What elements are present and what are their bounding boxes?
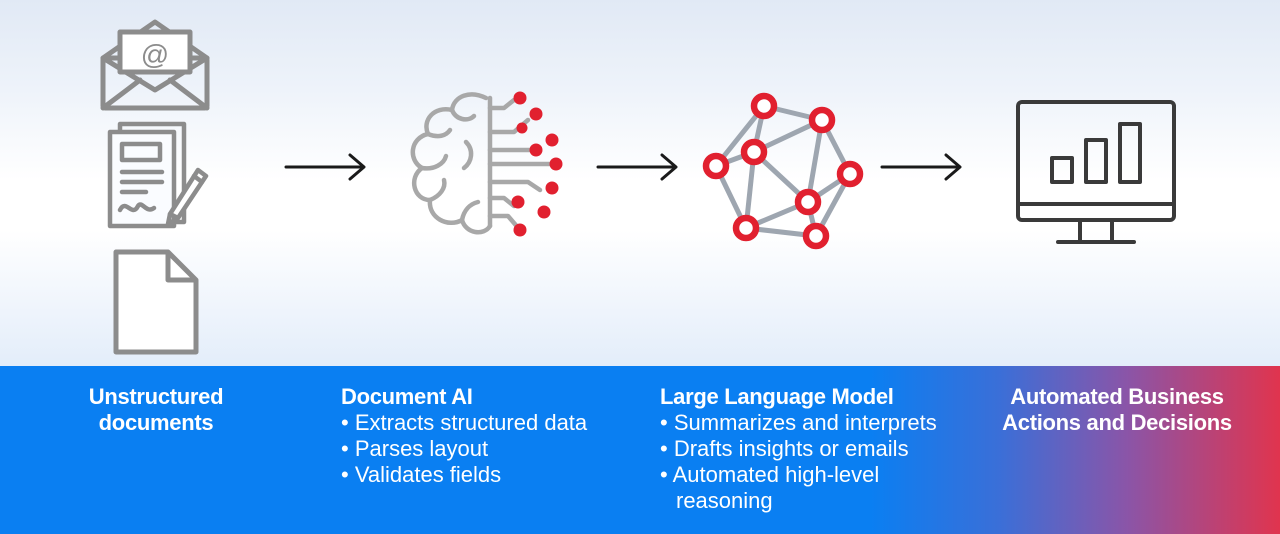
arrow-right-icon [596,153,678,181]
stage-title: Document AI [341,384,473,409]
stage-title: Unstructured documents [88,384,224,435]
signed-document-icon [107,121,209,229]
svg-text:@: @ [141,39,169,70]
neural-graph-icon [702,92,864,250]
stage-descriptions-band [0,366,1280,534]
stage-large-language-model: Large Language Model Summarizes and inte… [660,384,970,514]
envelope-at-icon: @ [100,19,210,111]
stage-title: Large Language Model [660,384,894,409]
bullet-item: Automated high-level reasoning [660,462,926,514]
stage-bullets: Summarizes and interprets Drafts insight… [660,410,970,514]
bullet-item: Extracts structured data [341,410,621,436]
bullet-item: Parses layout [341,436,621,462]
stage-bullets: Extracts structured data Parses layout V… [341,410,621,488]
bullet-item: Validates fields [341,462,621,488]
bullet-item: Summarizes and interprets [660,410,970,436]
monitor-chart-icon [1016,100,1176,244]
bullet-item: Drafts insights or emails [660,436,970,462]
stage-title: Automated Business Actions and Decisions [1002,384,1232,435]
brain-network-icon [410,91,563,237]
stage-automated-business-actions: Automated Business Actions and Decisions [982,384,1252,436]
arrow-right-icon [284,153,366,181]
arrow-right-icon [880,153,962,181]
stage-document-ai: Document AI Extracts structured data Par… [341,384,621,488]
blank-page-icon [113,249,199,355]
stage-unstructured-documents: Unstructured documents [52,384,260,436]
